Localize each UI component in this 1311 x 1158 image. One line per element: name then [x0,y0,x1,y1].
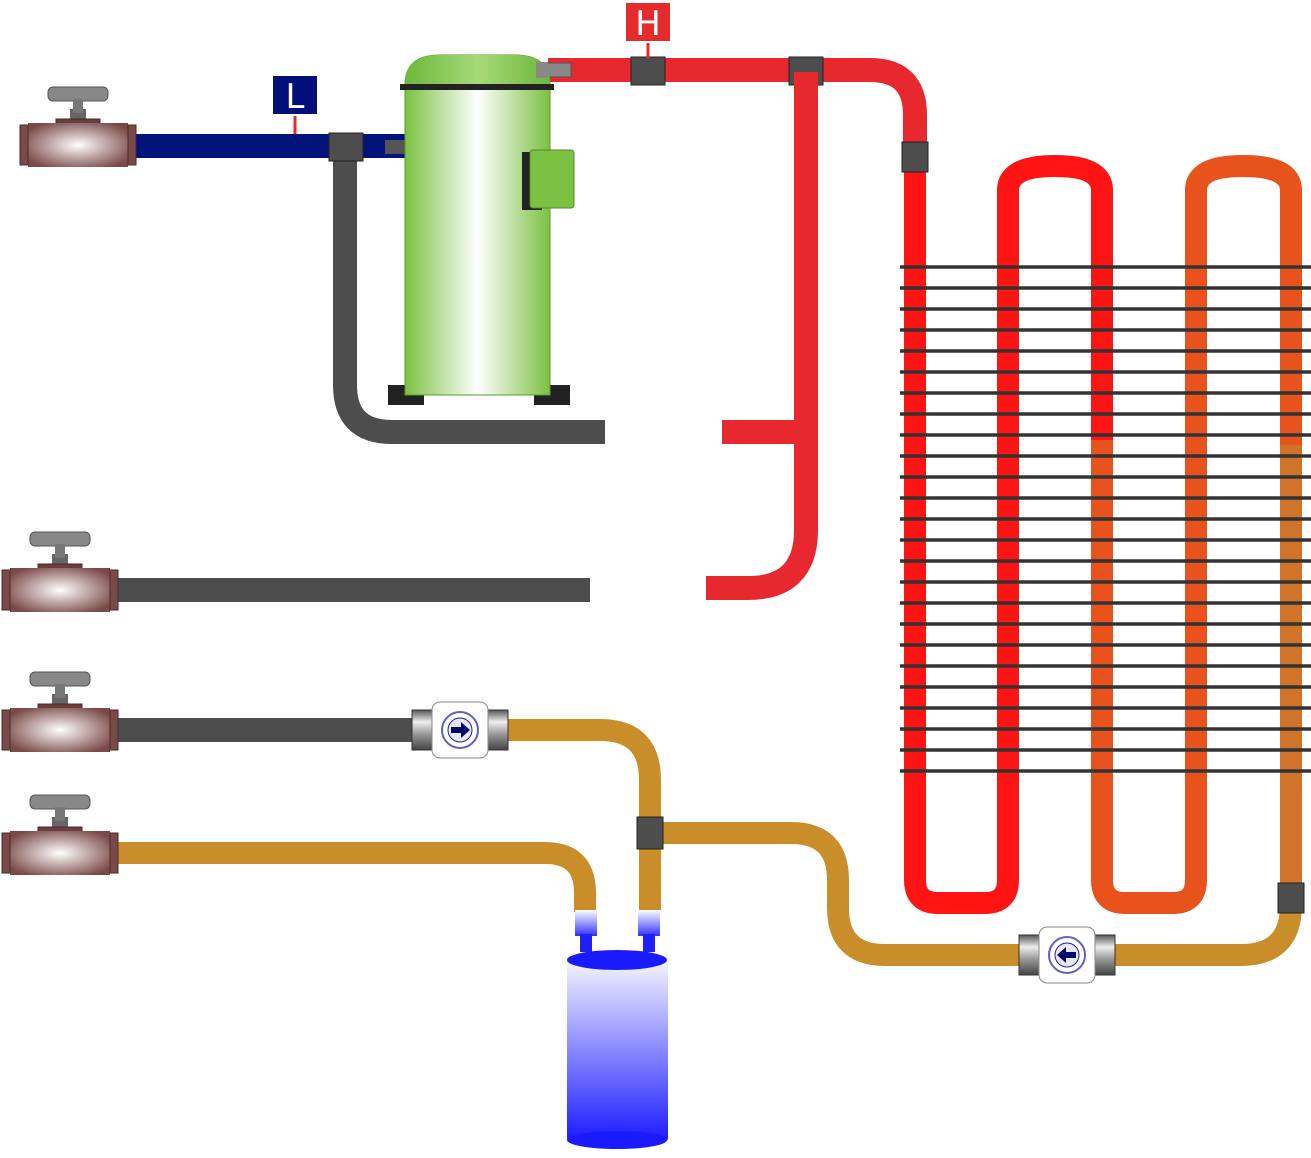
condenser-inlet-fitting [901,141,929,173]
liquid-line-to-receiver [650,822,1025,966]
service-valve-2[interactable] [1,531,119,612]
condenser-outlet-fitting [1277,882,1305,914]
discharge-branch [706,72,818,600]
receiver-tank [567,910,668,1149]
liquid-line-riser [500,719,661,910]
discharge-line [548,58,927,145]
arrow-left-icon [1057,947,1076,963]
condenser-fins [900,265,1311,773]
arrow-right-icon [451,722,470,738]
suction-tee-fitting [328,132,364,162]
service-valve-1[interactable] [19,86,137,167]
discharge-fitting-1 [630,56,666,86]
low-gauge-label: L [286,77,305,117]
gray-suction-pipe [333,150,605,444]
liquid-tee-fitting [636,816,664,850]
service-valve-3[interactable] [1,671,119,752]
service-valve-4[interactable] [1,794,119,875]
liquid-line-main [110,842,596,912]
suction-port [385,140,405,154]
low-pressure-gauge[interactable]: L [271,74,319,134]
sight-glass-bottom[interactable] [1018,926,1116,984]
compressor[interactable] [388,54,575,405]
sight-glass-top[interactable] [411,701,509,759]
high-pressure-gauge[interactable]: H [624,1,672,58]
high-gauge-label: H [635,4,661,44]
condenser-coil [904,145,1302,914]
